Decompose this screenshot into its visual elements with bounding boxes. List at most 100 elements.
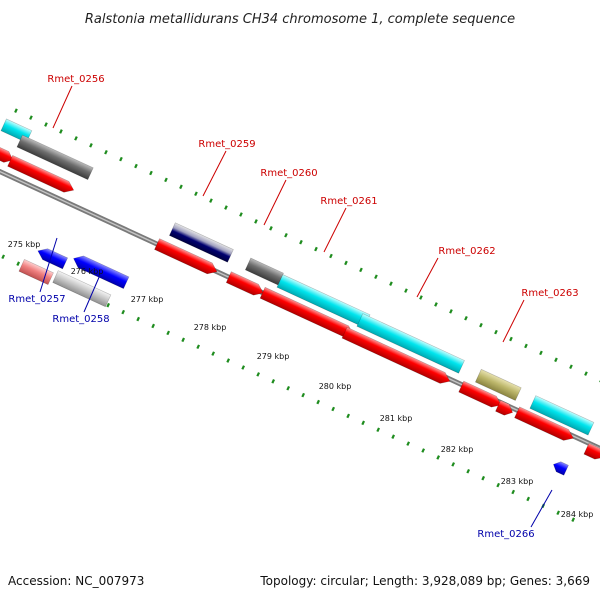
reverse-tick-mark: [406, 441, 411, 446]
scale-tick-label: 280 kbp: [319, 382, 352, 391]
cds-arrow-shape: [341, 326, 451, 384]
cds-arrow: [514, 406, 574, 441]
reverse-tick-mark: [196, 344, 201, 349]
reverse-tick-mark: [181, 337, 186, 343]
reverse-tick-mark: [571, 517, 576, 522]
gene-box-pink-shape: [18, 258, 54, 286]
reverse-tick-mark: [391, 434, 396, 439]
cds-arrow: [495, 399, 513, 416]
reverse-tick-mark: [526, 496, 531, 502]
cds-arrow-shape: [0, 146, 14, 163]
cds-arrow: [225, 271, 264, 296]
forward-tick-mark: [419, 295, 423, 300]
reverse-tick-mark: [556, 510, 561, 516]
reverse-tick-mark: [166, 330, 171, 336]
reverse-tick-mark: [316, 399, 321, 405]
gene-labels-layer: Rmet_0256Rmet_0257Rmet_0258Rmet_0259Rmet…: [8, 74, 578, 540]
forward-tick-mark: [89, 143, 93, 148]
forward-tick-mark: [239, 212, 243, 217]
reverse-tick-mark: [286, 385, 291, 391]
cds-arrow: [154, 238, 218, 275]
scale-tick-label: 284 kbp: [561, 510, 594, 519]
forward-tick-mark: [104, 149, 108, 155]
forward-tick-mark: [359, 267, 363, 273]
accession-text: Accession: NC_007973: [8, 574, 145, 588]
gene-box-gray: [244, 257, 284, 286]
reverse-tick-mark: [301, 392, 306, 398]
gene-label: Rmet_0259: [198, 139, 255, 150]
gene-box-cyan: [529, 395, 595, 436]
forward-tick-mark: [59, 129, 63, 134]
reverse-tick-mark: [16, 261, 21, 266]
reverse-tick-mark: [241, 365, 246, 370]
forward-tick-mark: [314, 246, 318, 252]
scale-tick-label: 277 kbp: [131, 295, 164, 304]
reverse-tick-mark: [136, 316, 141, 322]
forward-tick-mark: [494, 329, 498, 335]
cds-arrow: [458, 380, 502, 408]
gene-label-leader: [502, 299, 525, 343]
map-title: Ralstonia metallidurans CH34 chromosome …: [85, 12, 515, 27]
forward-tick-mark: [404, 288, 408, 293]
forward-tick-mark: [29, 115, 33, 120]
gene-arrow-blue: [73, 255, 130, 290]
reverse-tick-mark: [226, 358, 231, 363]
gene-box-silver: [52, 270, 112, 308]
reverse-tick-mark: [106, 302, 111, 308]
reverse-tick-mark: [211, 351, 216, 356]
gene-box-silver-shape: [52, 270, 112, 308]
cds-arrow-shape: [225, 271, 264, 296]
reverse-tick-mark: [151, 323, 156, 329]
gene-label: Rmet_0257: [8, 294, 65, 305]
reverse-tick-mark: [1, 254, 6, 260]
scale-tick-label: 276 kbp: [71, 267, 104, 276]
forward-tick-mark: [464, 316, 468, 321]
cds-arrow-shape: [7, 154, 75, 193]
forward-tick-mark: [284, 232, 288, 238]
reverse-tick-mark: [511, 489, 516, 495]
forward-tick-mark: [254, 219, 258, 224]
gene-box-navy: [169, 222, 234, 263]
reverse-tick-mark: [466, 468, 471, 474]
reverse-tick-mark: [451, 462, 456, 467]
cds-arrow-shape: [458, 380, 502, 408]
gene-box-gray-shape: [16, 134, 94, 181]
gene-label: Rmet_0262: [438, 246, 495, 257]
gene-label-leader: [323, 207, 347, 253]
forward-tick-mark: [134, 163, 138, 169]
feature-layer: [0, 118, 600, 476]
forward-tick-mark: [119, 156, 123, 162]
forward-tick-mark: [389, 281, 393, 286]
forward-tick-mark: [164, 177, 168, 183]
gene-label-leader: [52, 85, 73, 129]
gene-box-gray: [16, 134, 94, 181]
forward-tick-mark: [524, 343, 528, 349]
forward-tick-mark: [149, 170, 153, 176]
cds-arrow: [0, 146, 14, 163]
scale-tick-label: 279 kbp: [257, 352, 290, 361]
gene-label-leader: [416, 257, 439, 298]
forward-tick-mark: [224, 205, 228, 210]
forward-tick-mark: [569, 364, 573, 369]
forward-tick-mark: [74, 136, 78, 141]
forward-tick-mark: [179, 184, 183, 190]
reverse-tick-mark: [271, 379, 276, 384]
reverse-tick-mark: [331, 406, 336, 412]
gene-label: Rmet_0258: [52, 314, 109, 325]
gene-arrow-blue-shape: [37, 248, 69, 270]
gene-label: Rmet_0261: [320, 196, 377, 207]
gene-label: Rmet_0266: [477, 529, 534, 540]
forward-tick-mark: [554, 357, 558, 363]
forward-tick-mark: [479, 322, 483, 328]
gene-label: Rmet_0263: [521, 288, 578, 299]
forward-tick-mark: [209, 198, 213, 203]
cds-arrow: [7, 154, 75, 193]
forward-tick-mark: [344, 260, 348, 266]
reverse-tick-mark: [346, 413, 351, 419]
reverse-tick-mark: [376, 427, 381, 433]
forward-tick-mark: [329, 253, 333, 259]
reverse-tick-mark: [436, 455, 441, 460]
gene-arrow-blue-shape: [73, 255, 130, 290]
